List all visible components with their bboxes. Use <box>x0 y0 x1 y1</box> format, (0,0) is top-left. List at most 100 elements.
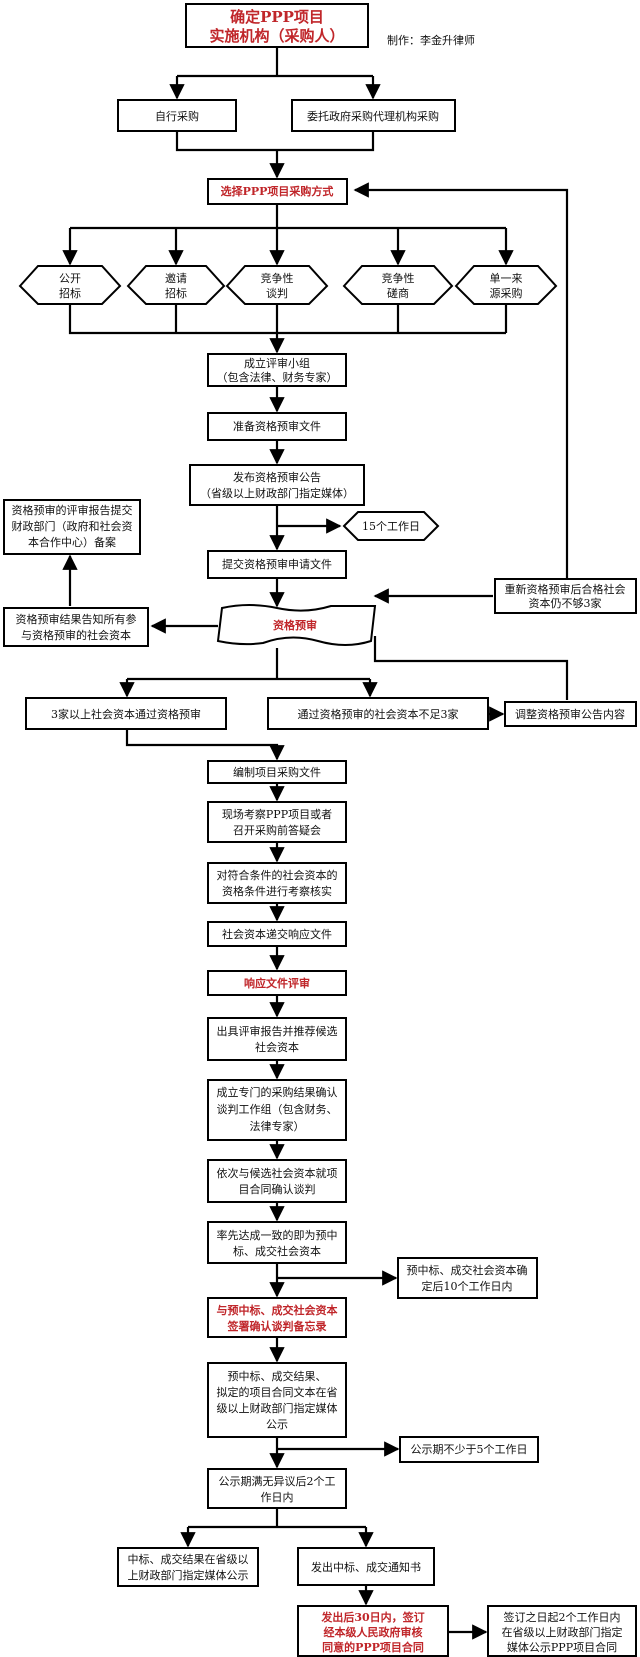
compile-docs-box <box>207 760 347 784</box>
method-negotiation <box>225 265 329 305</box>
title-box <box>185 3 369 48</box>
negotiate-l2: 目合同确认谈判 <box>239 1182 316 1196</box>
prep-docs-box <box>207 412 347 441</box>
prequalification-box <box>216 604 377 646</box>
negotiate-box <box>207 1159 347 1203</box>
publicity-period-label: 公示期不少于5个工作日 <box>411 1443 528 1456</box>
final-publish-l1: 签订之日起2个工作日内 <box>504 1610 621 1624</box>
report-filing-l1: 资格预审的评审报告提交 <box>12 503 133 517</box>
method-consultation-l1: 竞争性 <box>382 271 415 285</box>
publicize-l3: 级以上财政部门指定媒体 <box>217 1401 338 1415</box>
publicize-l2: 拟定的项目合同文本在省 <box>217 1385 338 1399</box>
final-publish-box <box>487 1605 637 1657</box>
sign-memo-l2: 签署确认谈判备忘录 <box>227 1319 327 1333</box>
evaluate-response-box <box>207 970 347 996</box>
method-invite-tender-l1: 邀请 <box>165 271 187 285</box>
publish-notice-l1: 发布资格预审公告 <box>233 470 321 484</box>
after-publicity-box <box>207 1468 347 1509</box>
re-prequal-box <box>494 578 637 614</box>
credit-text: 制作：李金升律师 <box>387 33 475 47</box>
title-line-1: 确定PPP项目 <box>230 8 324 26</box>
publicity-period-box <box>399 1436 539 1463</box>
site-visit-l1: 现场考察PPP项目或者 <box>222 807 332 821</box>
confirm-group-l1: 成立专门的采购结果确认 <box>217 1085 338 1099</box>
agency-procurement-label: 委托政府采购代理机构采购 <box>307 109 439 123</box>
method-invite-tender-l2: 招标 <box>165 286 187 300</box>
first-agree-l1: 率先达成一致的即为预中 <box>217 1228 338 1242</box>
issue-notice-label: 发出中标、成交通知书 <box>311 1560 421 1574</box>
method-single-source-l2: 源采购 <box>490 286 523 300</box>
negotiate-l1: 依次与候选社会资本就项 <box>217 1166 338 1180</box>
three-plus-box <box>25 697 227 730</box>
edge-methods-merge <box>68 304 508 352</box>
connectors <box>62 47 569 1640</box>
method-invite-tender <box>126 265 226 305</box>
adjust-notice-box <box>504 701 637 727</box>
edge-adjust-loop <box>373 636 569 700</box>
within-10-l1: 预中标、成交社会资本确 <box>407 1263 528 1277</box>
publicize-l1: 预中标、成交结果、 <box>228 1369 327 1383</box>
final-publish-l2: 在省级以上财政部门指定 <box>502 1625 623 1639</box>
edge-method-bus <box>70 204 506 230</box>
less-than-three-box <box>267 697 489 730</box>
sign-contract-box <box>297 1605 449 1657</box>
method-single-source-l1: 单一来 <box>490 272 523 285</box>
notify-result-l2: 与资格预审的社会资本 <box>21 628 131 642</box>
select-method-label: 选择PPP项目采购方式 <box>221 184 334 198</box>
agency-procurement-box <box>291 99 456 132</box>
sign-contract-l3: 同意的PPP项目合同 <box>322 1640 424 1654</box>
compile-docs-label: 编制项目采购文件 <box>233 765 321 779</box>
after-publicity-l2: 作日内 <box>261 1490 294 1504</box>
method-open-tender-l2: 招标 <box>59 286 81 300</box>
three-plus-label: 3家以上社会资本通过资格预审 <box>51 707 201 721</box>
recommend-l2: 社会资本 <box>255 1040 299 1054</box>
re-prequal-l2: 资本仍不够3家 <box>529 596 602 610</box>
sign-contract-l2: 经本级人民政府审核 <box>324 1625 423 1639</box>
publish-notice-box <box>189 464 365 506</box>
report-filing-l3: 本合作中心）备案 <box>28 535 116 549</box>
method-open-tender <box>18 265 122 305</box>
publish-result-l2: 上财政部门指定媒体公示 <box>128 1568 249 1582</box>
prep-docs-label: 准备资格预审文件 <box>233 419 321 433</box>
submit-application-label: 提交资格预审申请文件 <box>222 557 332 571</box>
site-visit-box <box>207 801 347 843</box>
confirm-group-box <box>207 1079 347 1141</box>
publish-result-l1: 中标、成交结果在省级以 <box>128 1552 249 1566</box>
submit-response-label: 社会资本递交响应文件 <box>222 927 332 941</box>
sign-memo-box <box>207 1297 347 1338</box>
verify-l2: 资格条件进行考察核实 <box>222 884 332 898</box>
publicize-l4: 公示 <box>266 1418 288 1431</box>
issue-notice-box <box>297 1547 435 1586</box>
verify-box <box>207 862 347 904</box>
method-negotiation-l2: 谈判 <box>266 287 288 300</box>
review-panel-box <box>207 353 347 387</box>
recommend-l1: 出具评审报告并推荐候选 <box>217 1024 338 1038</box>
edge-after-split <box>188 1508 366 1529</box>
re-prequal-l1: 重新资格预审后合格社会 <box>505 582 626 596</box>
report-filing-l2: 财政部门（政府和社会资 <box>12 519 133 533</box>
sign-memo-l1: 与预中标、成交社会资本 <box>217 1303 338 1317</box>
sign-contract-l1: 发出后30日内，签订 <box>320 1610 424 1624</box>
method-consultation-l2: 磋商 <box>387 286 409 300</box>
first-agree-l2: 标、成交社会资本 <box>233 1244 321 1258</box>
evaluate-response-label: 响应文件评审 <box>244 976 310 990</box>
edge-prequal-split <box>127 648 370 681</box>
verify-l1: 对符合条件的社会资本的 <box>217 868 338 882</box>
confirm-group-l3: 法律专家） <box>250 1119 305 1133</box>
method-open-tender-l1: 公开 <box>59 272 81 285</box>
submit-response-box <box>207 921 347 947</box>
notify-result-l1: 资格预审结果告知所有参 <box>16 612 137 626</box>
final-publish-l3: 媒体公示PPP项目合同 <box>507 1640 617 1654</box>
site-visit-l2: 召开采购前答疑会 <box>233 823 321 837</box>
select-method-box <box>207 178 348 205</box>
less-than-three-label: 通过资格预审的社会资本不足3家 <box>298 707 459 721</box>
publish-result-box <box>117 1547 259 1587</box>
title-line-2: 实施机构（采购人） <box>209 27 344 45</box>
submit-application-box <box>207 550 347 579</box>
method-single-source <box>454 265 558 305</box>
working-days-15-label: 15个工作日 <box>362 520 420 533</box>
prequalification-label: 资格预审 <box>273 618 317 632</box>
within-10-l2: 定后10个工作日内 <box>422 1279 513 1293</box>
